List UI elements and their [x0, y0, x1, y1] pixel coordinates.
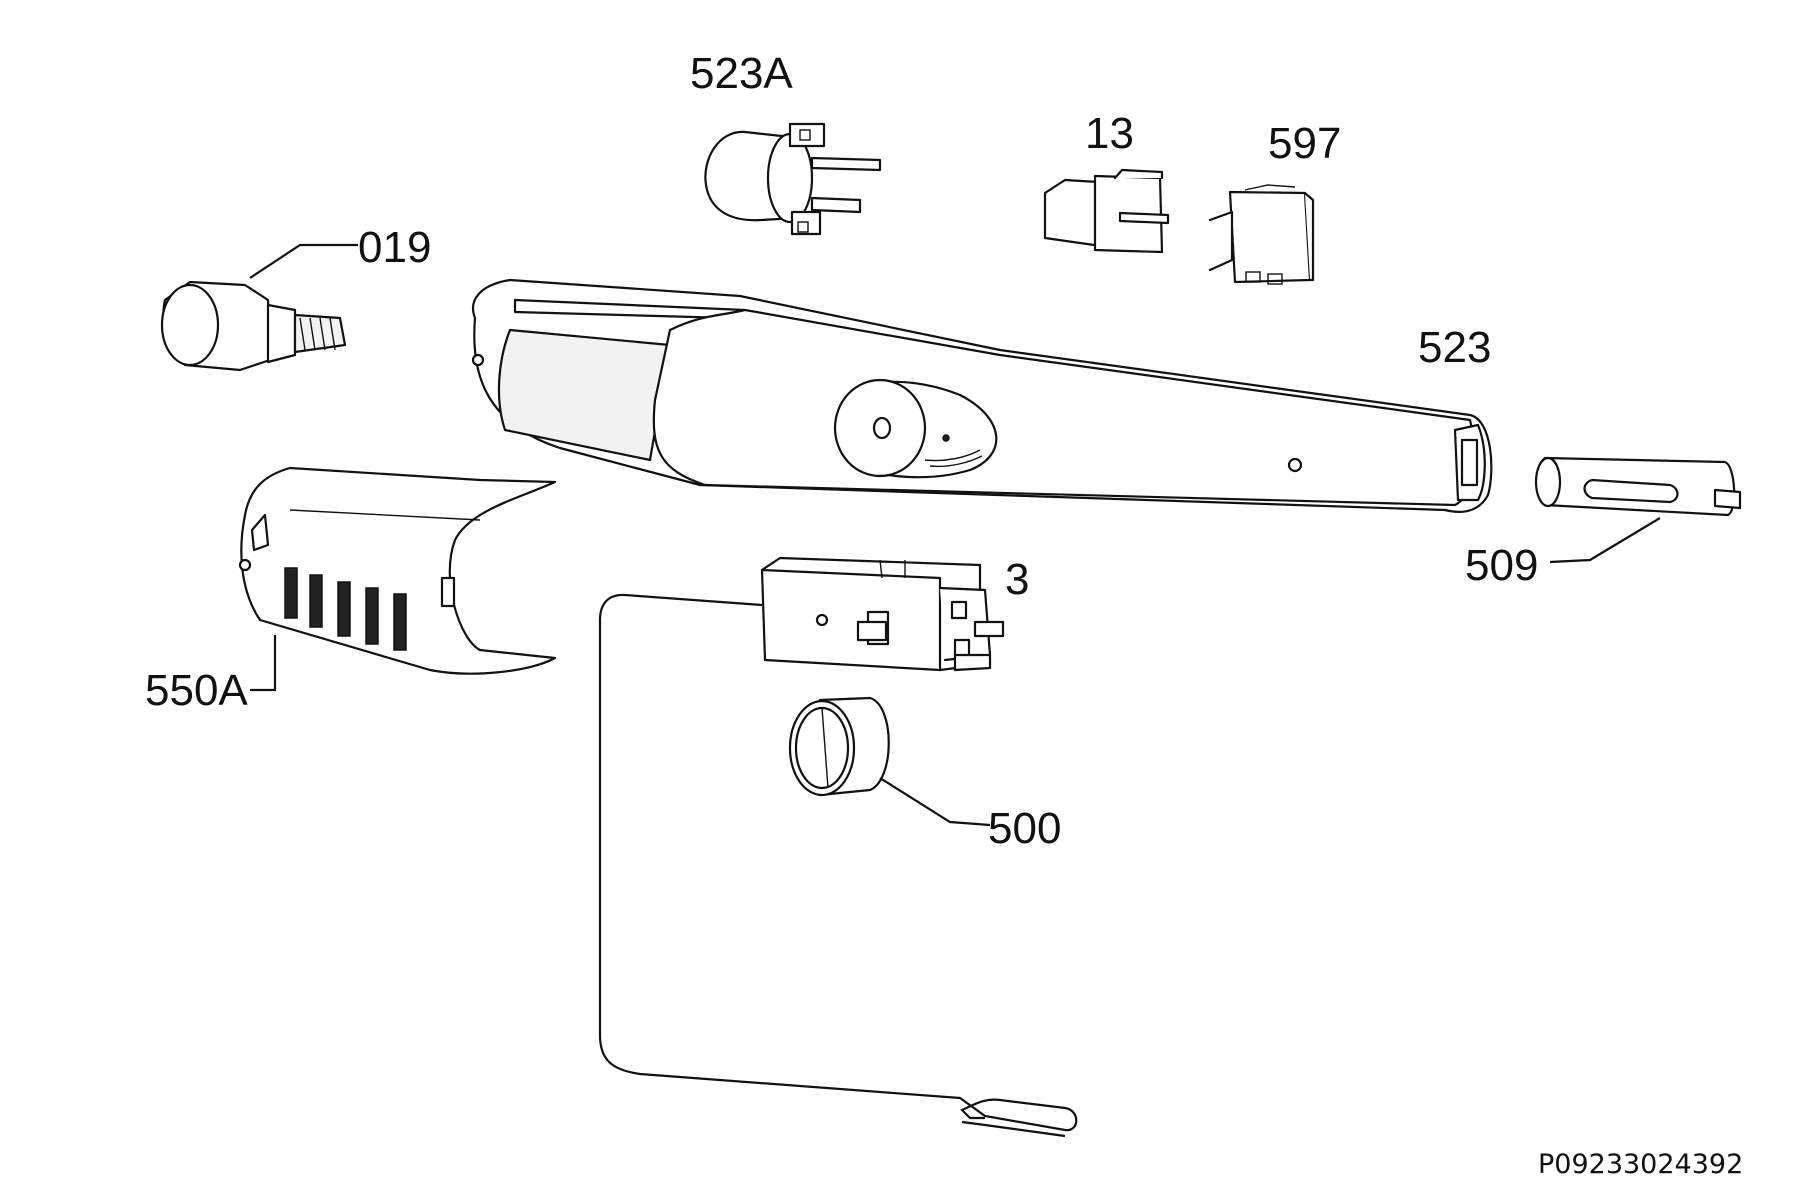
label-523: 523	[1418, 323, 1491, 372]
part-019-bulb	[160, 280, 347, 372]
label-509: 509	[1465, 541, 1538, 590]
part-500-knob	[788, 696, 890, 797]
label-019: 019	[358, 223, 431, 272]
label-13: 13	[1085, 109, 1134, 158]
part-597-bracket	[1208, 184, 1315, 285]
label-550a: 550A	[145, 666, 248, 715]
part-523-housing	[471, 278, 1493, 513]
label-523a: 523A	[690, 49, 793, 98]
part-13-switch	[1043, 168, 1170, 254]
drawing-code: P09233024392	[1538, 1149, 1743, 1180]
leader-019	[249, 243, 358, 279]
part-550a-light-cover	[238, 466, 557, 675]
part-523a-lamp-holder	[704, 122, 882, 236]
leader-500	[879, 777, 991, 827]
label-500: 500	[988, 804, 1061, 853]
part-3-thermostat	[598, 556, 1078, 1138]
label-597: 597	[1268, 119, 1341, 168]
leader-509	[1549, 517, 1661, 564]
label-3: 3	[1005, 555, 1029, 604]
leader-550a	[250, 635, 277, 692]
part-509-end-cap	[1534, 456, 1742, 517]
